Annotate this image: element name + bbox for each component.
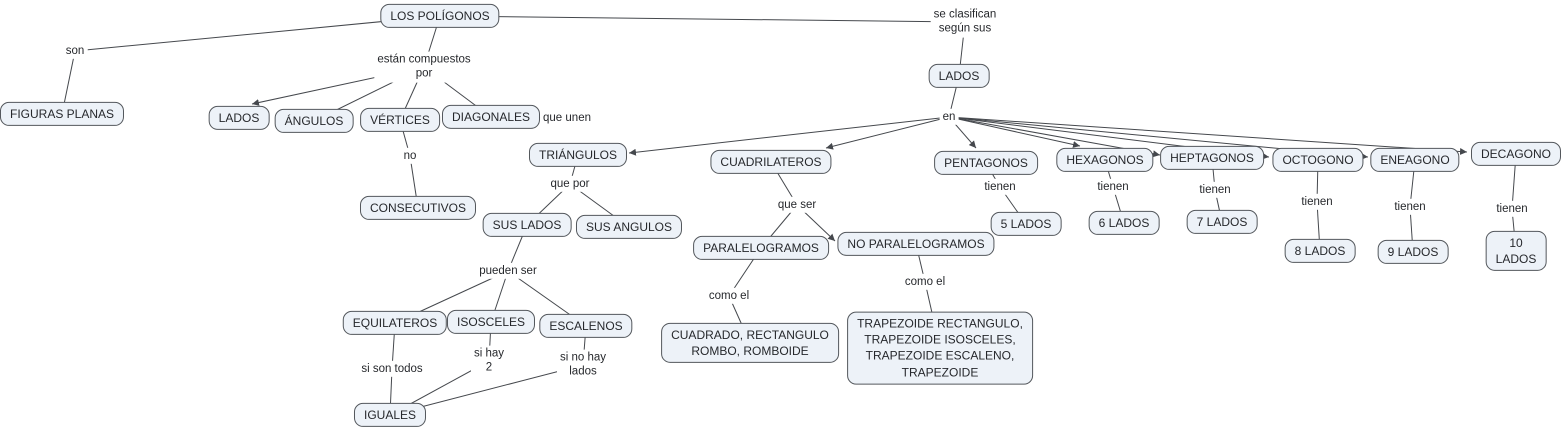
node-10-lados[interactable]: 10 LADOS <box>1485 230 1547 272</box>
node-diagonales[interactable]: DIAGONALES <box>441 104 541 130</box>
node-iguales[interactable]: IGUALES <box>353 402 427 428</box>
edge-lados-en-fan <box>628 75 1468 160</box>
node-5-lados[interactable]: 5 LADOS <box>990 211 1062 237</box>
link-label-tienen-pentagonos[interactable]: tienen <box>981 178 1019 196</box>
node-heptagonos[interactable]: HEPTAGONOS <box>1160 145 1264 171</box>
node-lados-criterio[interactable]: LADOS <box>928 63 990 89</box>
node-hexagonos[interactable]: HEXAGONOS <box>1056 147 1154 173</box>
link-label-no[interactable]: no <box>400 147 420 165</box>
node-no-paralelogramos-ejemplos[interactable]: TRAPEZOIDE RECTANGULO, TRAPEZOIDE ISOSCE… <box>847 311 1033 385</box>
node-decagono[interactable]: DECAGONO <box>1470 141 1562 167</box>
link-label-en[interactable]: en <box>939 108 959 126</box>
node-escalenos[interactable]: ESCALENOS <box>539 313 633 339</box>
link-label-como-el-no-paralelogramos[interactable]: como el <box>901 273 949 291</box>
node-sus-lados[interactable]: SUS LADOS <box>482 212 572 238</box>
node-paralelogramos[interactable]: PARALELOGRAMOS <box>693 235 829 261</box>
node-pentagonos[interactable]: PENTAGONOS <box>934 150 1038 176</box>
node-consecutivos[interactable]: CONSECUTIVOS <box>359 195 477 221</box>
node-angulos[interactable]: ÁNGULOS <box>274 108 354 134</box>
link-label-que-por[interactable]: que por <box>547 175 593 193</box>
node-no-paralelogramos[interactable]: NO PARALELOGRAMOS <box>837 231 995 257</box>
node-sus-angulos[interactable]: SUS ANGULOS <box>575 214 683 240</box>
node-isosceles[interactable]: ISOSCELES <box>446 309 536 335</box>
edge-poligonos-clasificacion <box>439 15 966 77</box>
node-6-lados[interactable]: 6 LADOS <box>1088 210 1160 236</box>
link-label-si-son-todos[interactable]: si son todos <box>358 360 426 378</box>
node-cuadrilateros[interactable]: CUADRILATEROS <box>710 149 832 175</box>
node-los-poligonos[interactable]: LOS POLÍGONOS <box>380 3 500 29</box>
link-label-se-clasifican-segun-sus[interactable]: se clasifican según sus <box>930 6 1000 38</box>
link-label-tienen-hexagonos[interactable]: tienen <box>1094 178 1132 196</box>
link-label-pueden-ser[interactable]: pueden ser <box>476 262 540 280</box>
link-label-que-ser[interactable]: que ser <box>774 196 820 214</box>
link-label-son[interactable]: son <box>62 42 88 60</box>
node-8-lados[interactable]: 8 LADOS <box>1284 238 1356 264</box>
node-9-lados[interactable]: 9 LADOS <box>1377 239 1449 265</box>
node-figuras-planas[interactable]: FIGURAS PLANAS <box>0 101 125 127</box>
link-label-estan-compuestos-por[interactable]: están compuestos por <box>374 51 474 83</box>
link-label-tienen-decagono[interactable]: tienen <box>1493 200 1531 218</box>
link-label-tienen-heptagonos[interactable]: tienen <box>1196 181 1234 199</box>
node-paralelogramos-ejemplos[interactable]: CUADRADO, RECTANGULO ROMBO, ROMBOIDE <box>661 322 839 364</box>
node-7-lados[interactable]: 7 LADOS <box>1186 209 1258 235</box>
node-triangulos[interactable]: TRIÁNGULOS <box>528 142 628 168</box>
node-vertices[interactable]: VÉRTICES <box>360 107 440 133</box>
link-label-tienen-octogono[interactable]: tienen <box>1298 193 1336 211</box>
link-label-si-hay-2[interactable]: si hay 2 <box>470 345 508 377</box>
node-octogono[interactable]: OCTOGONO <box>1272 147 1364 173</box>
node-eneagono[interactable]: ENEAGONO <box>1370 147 1460 173</box>
node-equilateros[interactable]: EQUILATEROS <box>342 310 448 336</box>
link-label-como-el-paralelogramos[interactable]: como el <box>705 287 753 305</box>
link-label-que-unen[interactable]: que unen <box>540 109 594 127</box>
node-lados-componente[interactable]: LADOS <box>208 105 270 131</box>
link-label-si-no-hay-lados[interactable]: si no hay lados <box>556 349 610 381</box>
link-label-tienen-eneagono[interactable]: tienen <box>1391 198 1429 216</box>
